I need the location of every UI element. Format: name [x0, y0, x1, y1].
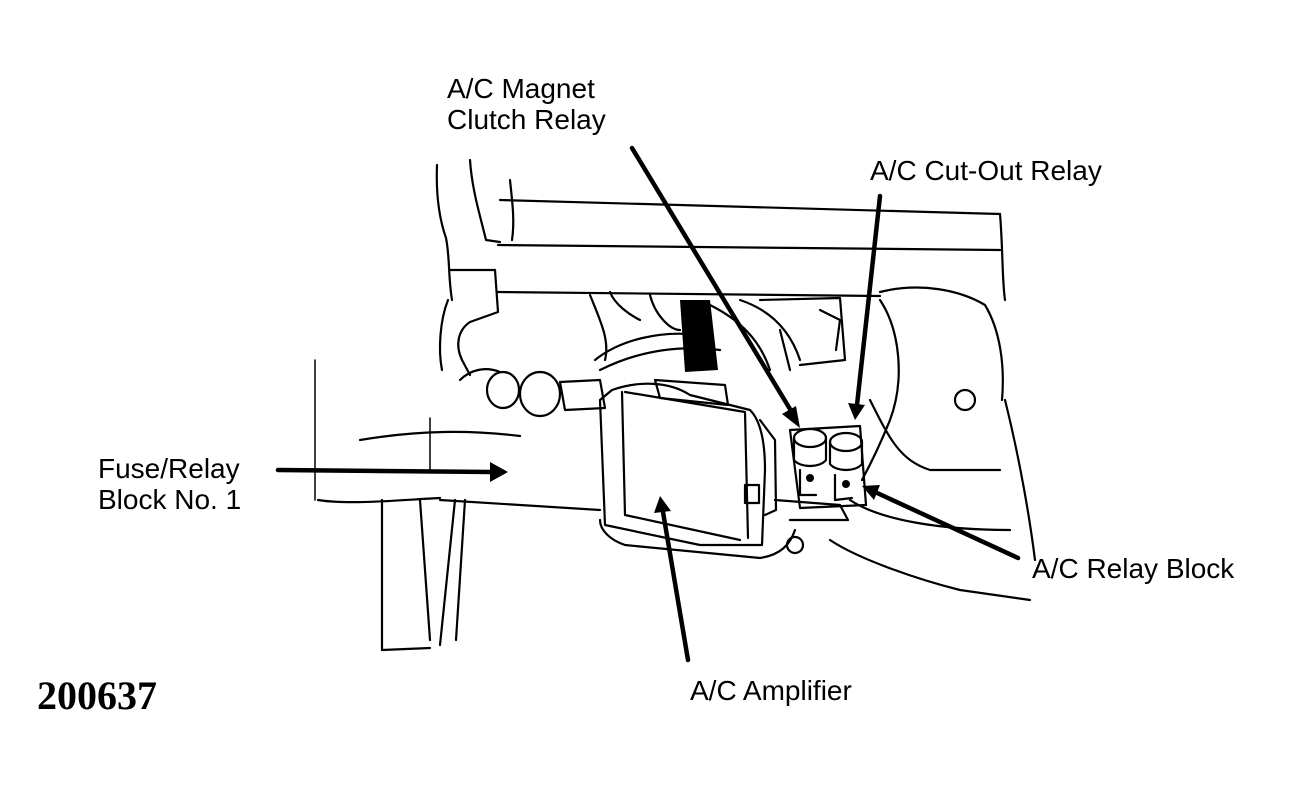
- magnet-clutch-relay-label-line2: Clutch Relay: [447, 104, 606, 135]
- fuse-relay-block-label: Fuse/Relay Block No. 1: [98, 453, 241, 515]
- relay-block-label: A/C Relay Block: [1032, 553, 1235, 584]
- kick-panel: [314, 359, 602, 652]
- magnet-clutch-relay-label-line1: A/C Magnet: [447, 73, 595, 104]
- amplifier-label: A/C Amplifier: [690, 675, 852, 706]
- heater-housing: [773, 298, 1032, 602]
- relay-block: [788, 424, 868, 510]
- dash-panel-outline: [435, 158, 1037, 562]
- figure-number: 200637: [37, 673, 157, 718]
- magnet-clutch-relay-label: A/C Magnet Clutch Relay: [447, 73, 606, 135]
- leader-arrows: [275, 145, 1021, 663]
- amplifier-box: [598, 378, 805, 560]
- fuse-relay-block-label-line1: Fuse/Relay: [98, 453, 240, 484]
- cut-out-relay-label: A/C Cut-Out Relay: [870, 155, 1102, 186]
- left-bracket: [438, 268, 607, 418]
- wiring-harness: [588, 290, 847, 372]
- fuse-relay-block-label-line2: Block No. 1: [98, 484, 242, 515]
